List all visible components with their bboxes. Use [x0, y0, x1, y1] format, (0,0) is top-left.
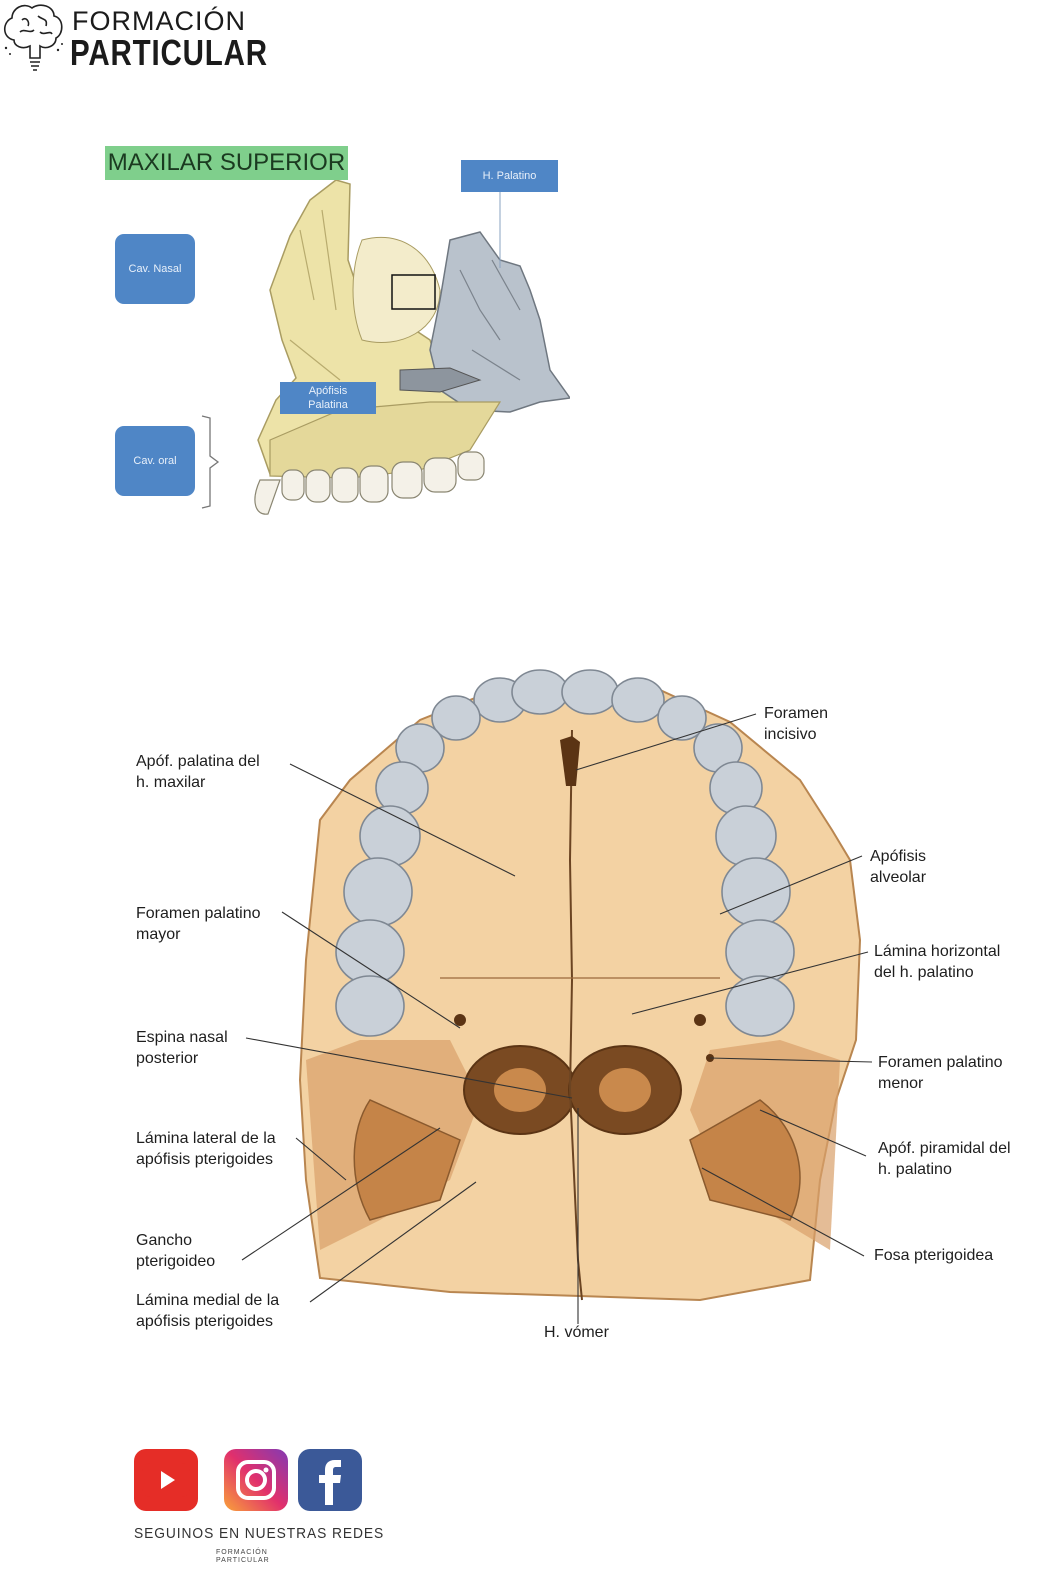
logo-text-particular: PARTICULAR — [70, 32, 268, 73]
label-espina-nasal-posterior: Espina nasal posterior — [136, 1029, 228, 1067]
label-apof-piramidal: Apóf. piramidal del h. palatino — [878, 1140, 1011, 1178]
label-cav-nasal: Cav. Nasal — [115, 234, 195, 304]
label-lamina-medial: Lámina medial de la apófisis pterigoides — [136, 1292, 280, 1330]
footer-mini-logo-line2: PARTICULAR — [216, 1557, 270, 1564]
follow-us-text: SEGUINOS EN NUESTRAS REDES — [134, 1525, 385, 1542]
label-apofisis-palatina: Apófisis Palatina — [280, 382, 376, 414]
label-h-vomer: H. vómer — [544, 1324, 609, 1341]
label-apofisis-alveolar: Apófisis alveolar — [870, 848, 927, 886]
youtube-icon[interactable] — [134, 1449, 198, 1511]
label-lamina-lateral: Lámina lateral de la apófisis pterigoide… — [136, 1130, 276, 1168]
footer-mini-logo-line1: FORMACIÓN — [216, 1549, 268, 1556]
label-fosa-pterigoidea: Fosa pterigoidea — [874, 1247, 994, 1264]
social-footer: SEGUINOS EN NUESTRAS REDES FORMACIÓN PAR… — [130, 1445, 383, 1580]
instagram-icon[interactable] — [224, 1449, 288, 1511]
label-lamina-horizontal: Lámina horizontal del h. palatino — [874, 943, 1001, 981]
footer-mini-logo: FORMACIÓN PARTICULAR — [216, 1549, 270, 1565]
label-apof-palatina-maxilar: Apóf. palatina del h. maxilar — [136, 753, 260, 791]
label-foramen-incisivo: Foramen incisivo — [764, 705, 829, 743]
label-gancho-pterigoideo: Gancho pterigoideo — [136, 1232, 216, 1270]
logo-text-formacion: FORMACIÓN — [72, 6, 246, 36]
brain-lightbulb-icon — [3, 4, 63, 71]
facebook-icon[interactable] — [298, 1449, 362, 1511]
label-cav-oral: Cav. oral — [115, 426, 195, 496]
palate-illustration — [241, 669, 873, 1324]
brand-logo: FORMACIÓN PARTICULAR — [0, 0, 267, 76]
palate-inferior-view-figure: Foramen incisivo Apóf. palatina del h. m… — [120, 660, 1040, 1350]
figure-title: MAXILAR SUPERIOR — [105, 146, 348, 180]
label-h-palatino: H. Palatino — [461, 160, 558, 192]
maxilar-superior-figure: MAXILAR SUPERIOR H. Palatino Cav. Nasal … — [100, 140, 570, 520]
label-foramen-palatino-menor: Foramen palatino menor — [878, 1054, 1003, 1092]
label-foramen-palatino-mayor: Foramen palatino mayor — [136, 905, 261, 943]
